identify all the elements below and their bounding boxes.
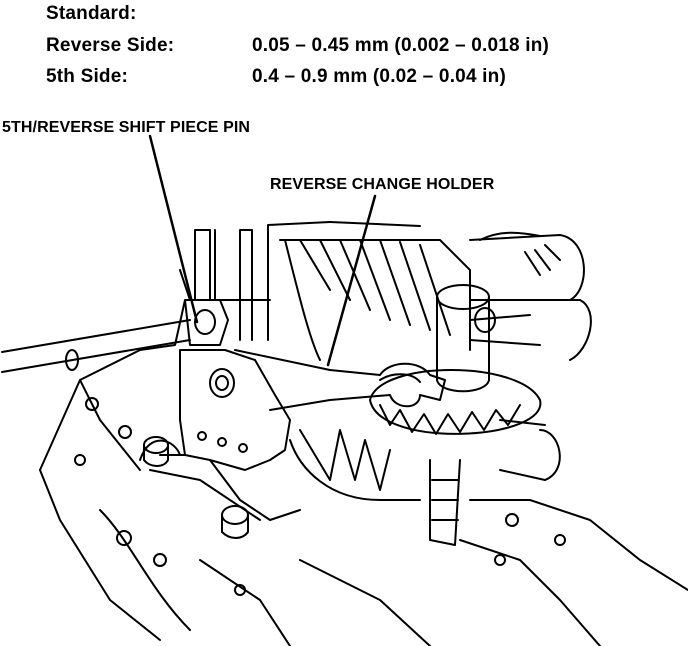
shaft	[429, 284, 496, 546]
gear-stack	[279, 231, 592, 481]
bracket	[139, 349, 301, 521]
spec-value-5th: 0.4 – 0.9 mm (0.02 – 0.04 in)	[252, 66, 506, 87]
lower-gear	[289, 369, 542, 501]
shift-rod	[1, 269, 229, 373]
spec-label-5th: 5th Side:	[46, 66, 129, 87]
spec-value-reverse: 0.05 – 0.45 mm (0.002 – 0.018 in)	[252, 35, 550, 56]
callout-shift-piece-pin: 5TH/REVERSE SHIFT PIECE PIN	[2, 119, 251, 136]
bolts	[143, 436, 249, 539]
holder-tool	[234, 349, 446, 411]
spec-title: Standard:	[46, 3, 137, 24]
spec-label-reverse: Reverse Side:	[46, 35, 175, 56]
callout-reverse-change-holder: REVERSE CHANGE HOLDER	[270, 176, 495, 193]
case-outline	[39, 299, 688, 646]
housing	[194, 221, 421, 341]
leader-lines	[148, 134, 377, 367]
